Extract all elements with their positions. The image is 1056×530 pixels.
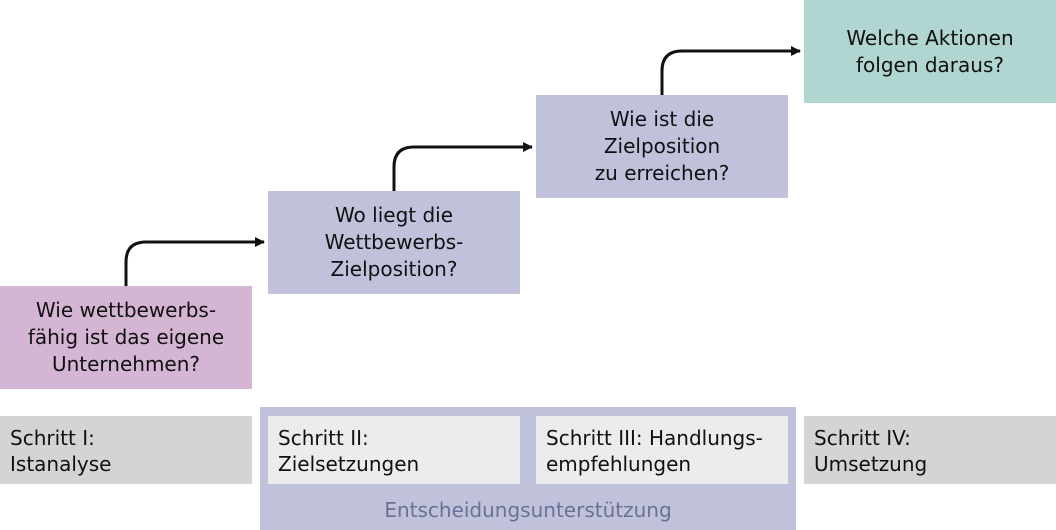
arrow-2-to-3 [392, 142, 533, 191]
question-box-2: Wo liegt die Wettbewerbs- Zielposition? [268, 191, 520, 294]
step-4-box: Schritt IV: Umsetzung [804, 416, 1056, 484]
step-2-box: Schritt II: Zielsetzungen [268, 416, 520, 484]
question-box-4: Welche Aktionen folgen daraus? [804, 0, 1056, 103]
arrow-1-to-2 [124, 237, 265, 286]
question-box-1: Wie wettbewerbs- fähig ist das eigene Un… [0, 286, 252, 389]
step-3-box: Schritt III: Handlungs- empfehlungen [536, 416, 788, 484]
question-box-3: Wie ist die Zielposition zu erreichen? [536, 95, 788, 198]
arrow-3-to-4 [660, 46, 801, 95]
decision-support-label: Entscheidungsunterstützung [384, 498, 672, 522]
step-1-box: Schritt I: Istanalyse [0, 416, 252, 484]
